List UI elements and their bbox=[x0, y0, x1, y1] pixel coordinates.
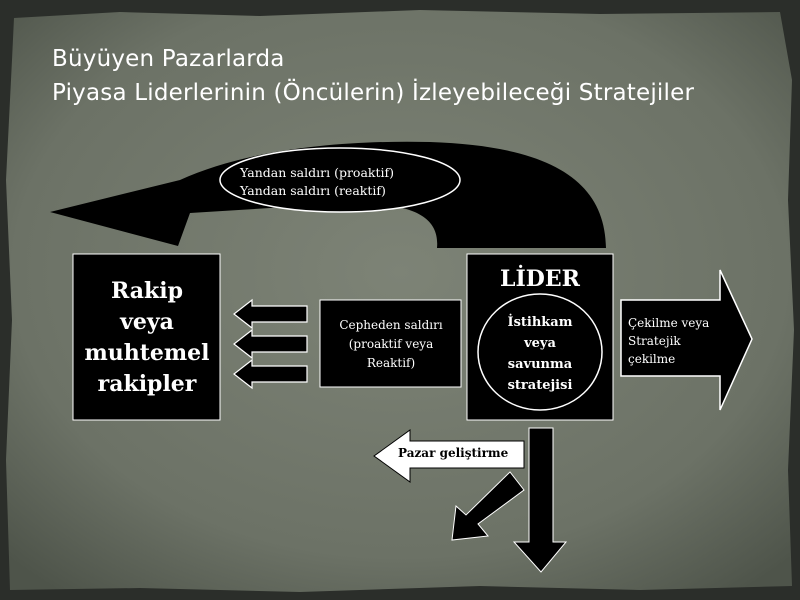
competitor-line: Rakip bbox=[110, 278, 184, 304]
withdrawal-arrow bbox=[620, 269, 753, 411]
diagonal-arrow bbox=[451, 471, 525, 541]
defense-line: stratejisi bbox=[507, 378, 573, 393]
defense-line: veya bbox=[524, 336, 556, 351]
frontal-line: Reaktif) bbox=[366, 356, 416, 370]
competitor-line: rakipler bbox=[97, 371, 197, 397]
defense-circle bbox=[477, 293, 603, 411]
frontal-arrow-3 bbox=[233, 358, 308, 390]
competitor-label: Rakip veya muhtemel rakipler bbox=[74, 276, 220, 400]
flank-attack-line: Yandan saldırı (reaktif) bbox=[240, 183, 386, 198]
downward-arrow bbox=[512, 427, 568, 573]
defense-strategy-label: İstihkam veya savunma stratejisi bbox=[478, 312, 602, 396]
flank-attack-ellipse bbox=[219, 147, 461, 213]
withdrawal-line: Çekilme veya bbox=[628, 316, 710, 330]
competitor-line: veya bbox=[120, 309, 174, 335]
defense-line: İstihkam bbox=[507, 315, 573, 330]
competitor-line: muhtemel bbox=[84, 340, 210, 366]
competitor-box bbox=[72, 253, 221, 421]
frontal-line: Cepheden saldırı bbox=[339, 318, 443, 332]
title-line-2: Piyasa Liderlerinin (Öncülerin) İzleyebi… bbox=[52, 80, 695, 106]
flank-attack-line: Yandan saldırı (proaktif) bbox=[240, 165, 395, 180]
withdrawal-label: Çekilme veya Stratejik çekilme bbox=[628, 314, 728, 368]
frontal-attack-label: Cepheden saldırı (proaktif veya Reaktif) bbox=[322, 316, 460, 373]
market-development-arrow bbox=[373, 429, 525, 483]
frontal-line: (proaktif veya bbox=[348, 337, 434, 351]
withdrawal-line: çekilme bbox=[628, 352, 676, 366]
frontal-arrow-1 bbox=[233, 298, 308, 330]
frontal-arrow-2 bbox=[233, 328, 308, 360]
market-development-label: Pazar geliştirme bbox=[398, 446, 509, 460]
defense-line: savunma bbox=[507, 357, 573, 372]
leader-label: LİDER bbox=[500, 266, 580, 292]
withdrawal-line: Stratejik bbox=[628, 334, 681, 348]
flank-attack-label: Yandan saldırı (proaktif) Yandan saldırı… bbox=[240, 164, 440, 200]
title-line-1: Büyüyen Pazarlarda bbox=[52, 46, 285, 72]
frontal-attack-box bbox=[319, 299, 462, 388]
